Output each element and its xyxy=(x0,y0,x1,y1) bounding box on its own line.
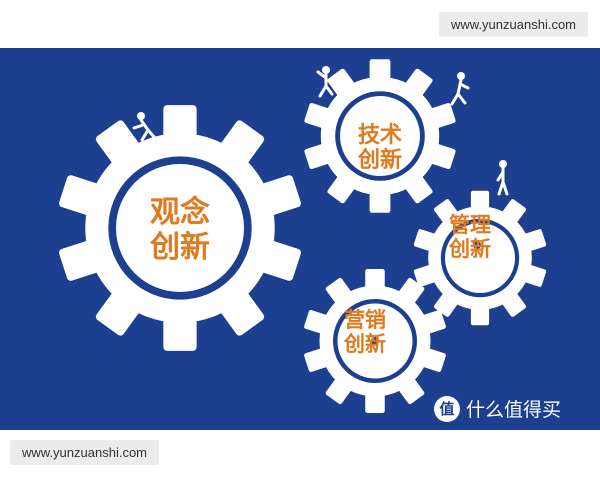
tech-innovation-label: 技术 创新 xyxy=(340,123,420,174)
label-line: 技术 xyxy=(357,123,402,148)
figure-right-icon xyxy=(496,160,509,196)
brand-text: 什么值得买 xyxy=(466,399,562,421)
concept-innovation-label: 观念 创新 xyxy=(120,195,240,265)
watermark-top: www.yunzuanshi.com xyxy=(439,12,588,37)
label-line: 营销 xyxy=(344,308,386,332)
mgmt-innovation-label: 管理 创新 xyxy=(430,213,510,261)
watermark-bottom: www.yunzuanshi.com xyxy=(10,440,159,465)
gears-graphic xyxy=(57,59,547,413)
brand-watermark: 值 什么值得买 xyxy=(434,395,561,422)
marketing-innovation-label: 营销 创新 xyxy=(325,308,405,356)
figure-top-right-icon xyxy=(450,72,470,106)
brand-logo-icon: 值 xyxy=(434,395,460,422)
mgmt-gear-hub xyxy=(473,241,481,249)
label-line: 管理 xyxy=(449,213,491,237)
label-line: 创新 xyxy=(449,237,491,262)
mkt-gear-hub xyxy=(371,337,379,345)
figure-top-left-icon xyxy=(316,66,334,98)
label-line: 创新 xyxy=(344,332,386,357)
innovation-banner: 观念 创新 技术 创新 管理 创新 营销 创新 值 什么值得买 xyxy=(0,48,600,430)
label-line: 创新 xyxy=(150,229,210,265)
label-line: 创新 xyxy=(357,148,402,174)
figure-left-icon xyxy=(132,112,157,142)
label-line: 观念 xyxy=(150,195,210,230)
